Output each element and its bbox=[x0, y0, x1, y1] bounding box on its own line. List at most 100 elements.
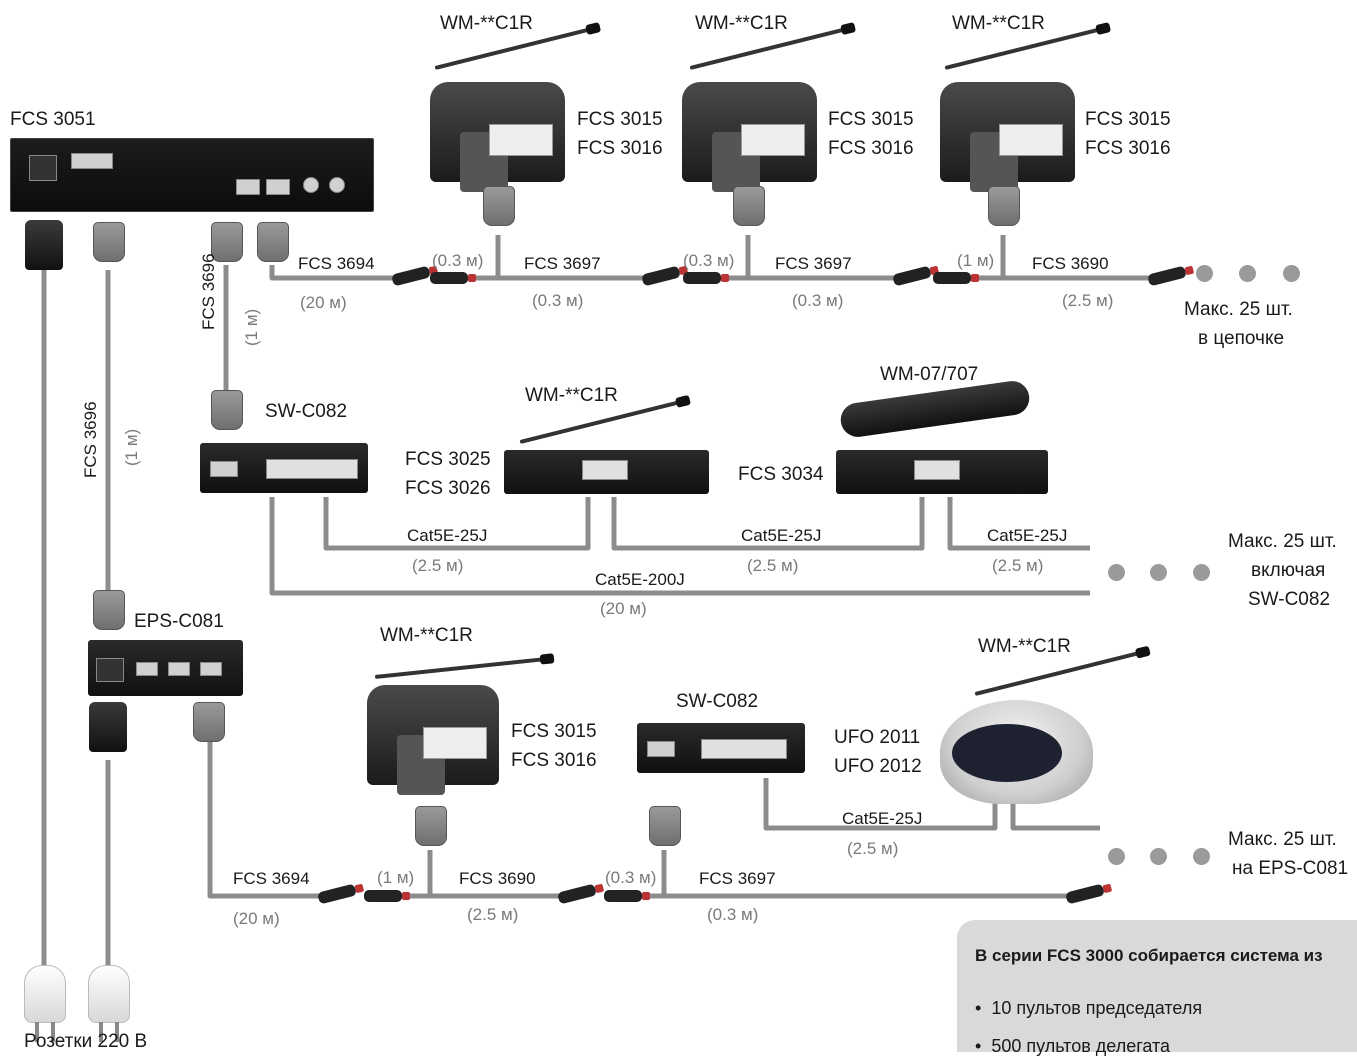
cat5e-25j-cable-4 bbox=[763, 778, 998, 831]
ellipsis-dot bbox=[1196, 265, 1213, 282]
fcs3694-cable-top bbox=[269, 265, 395, 281]
cat2-length: (2.5 м) bbox=[747, 556, 799, 575]
ellipsis-dot bbox=[1150, 564, 1167, 581]
sticker bbox=[71, 153, 113, 169]
r3-len3: (0.3 м) bbox=[707, 905, 759, 924]
r3-len1: (20 м) bbox=[233, 909, 280, 928]
info-item: • 500 пультов делегата bbox=[975, 1036, 1171, 1056]
r3-cable1: FCS 3694 bbox=[233, 869, 310, 888]
ellipsis-dot bbox=[1193, 564, 1210, 581]
info-heading: В серии FCS 3000 собирается система из bbox=[975, 946, 1323, 965]
output-ports bbox=[701, 739, 787, 759]
console-1-plug bbox=[483, 186, 515, 226]
info-item-text: 500 пультов делегата bbox=[991, 1036, 1171, 1056]
console-4 bbox=[367, 685, 499, 795]
rj45-ports bbox=[914, 460, 960, 480]
output-ports bbox=[266, 459, 358, 479]
fcs3694-cable-bottom bbox=[207, 738, 325, 899]
power-plug-2 bbox=[89, 702, 127, 752]
console-4-plug bbox=[415, 806, 447, 846]
fcs3051-label: FCS 3051 bbox=[10, 109, 96, 130]
cat5e-25j-cable-5 bbox=[1010, 800, 1100, 831]
input-port bbox=[210, 461, 238, 477]
eps-plug bbox=[93, 590, 125, 630]
schuko-plug-1 bbox=[24, 965, 66, 1042]
info-item: • 10 пультов председателя bbox=[975, 998, 1203, 1018]
eps-out-plug bbox=[193, 702, 225, 742]
r2-max1: Макс. 25 шт. bbox=[1228, 531, 1337, 552]
cat5e-25j-cable-2 bbox=[611, 497, 925, 551]
db9-plug-left bbox=[93, 222, 125, 262]
fcs3025-unit bbox=[504, 450, 709, 494]
db9-port bbox=[136, 662, 158, 676]
console-2-plug bbox=[733, 186, 765, 226]
fcs3034-unit bbox=[836, 450, 1048, 494]
info-box: В серии FCS 3000 собирается система из •… bbox=[957, 920, 1357, 1056]
xlr-port-2 bbox=[329, 177, 345, 193]
sw-plug bbox=[211, 390, 243, 430]
ellipsis-dot bbox=[1239, 265, 1256, 282]
cat1-length: (2.5 м) bbox=[412, 556, 464, 575]
db9-port bbox=[168, 662, 190, 676]
r3-max2: на EPS-C081 bbox=[1232, 858, 1349, 879]
ellipsis-dot bbox=[1108, 564, 1125, 581]
cat200-length: (20 м) bbox=[600, 599, 647, 618]
c2b-label: FCS 3016 bbox=[828, 138, 914, 159]
cat4-label: Cat5E-25J bbox=[842, 809, 923, 828]
r2-max3: SW-C082 bbox=[1248, 589, 1331, 610]
c4a-label: FCS 3015 bbox=[511, 721, 597, 742]
sw-c082-unit-1 bbox=[200, 443, 368, 493]
fcs3051-unit bbox=[10, 138, 374, 212]
mic2-label: WM-**C1R bbox=[695, 13, 788, 34]
vert-cable-label: FCS 3696 bbox=[199, 253, 218, 330]
wm07-label: WM-07/707 bbox=[880, 364, 979, 385]
eps-c081-unit bbox=[88, 640, 243, 696]
c3a-label: FCS 3015 bbox=[1085, 109, 1171, 130]
jack-2 bbox=[430, 272, 476, 284]
jack-9 bbox=[364, 890, 410, 902]
r1-stub2: (0.3 м) bbox=[683, 251, 735, 270]
mic1-label: WM-**C1R bbox=[440, 13, 533, 34]
c2a-label: FCS 3015 bbox=[828, 109, 914, 130]
ellipsis-dot bbox=[1193, 848, 1210, 865]
sockets-label: Розетки 220 В bbox=[24, 1031, 148, 1052]
ufo-console bbox=[940, 700, 1093, 804]
power-inlet bbox=[96, 658, 124, 682]
db9-plug-2 bbox=[257, 222, 289, 262]
r1-len2: (0.3 м) bbox=[532, 291, 584, 310]
jack-4 bbox=[683, 272, 729, 284]
cat5e-25j-cable-1 bbox=[323, 497, 591, 551]
left-cable-length: (1 м) bbox=[122, 428, 141, 466]
left-cable-label: FCS 3696 bbox=[81, 401, 100, 478]
ellipsis-dot bbox=[1108, 848, 1125, 865]
cat5e-25j-cable-3 bbox=[947, 497, 1090, 551]
sw2-label: SW-C082 bbox=[676, 691, 759, 712]
fcs3026-label: FCS 3026 bbox=[405, 478, 491, 499]
power-inlet bbox=[29, 155, 57, 181]
rj45-ports bbox=[582, 460, 628, 480]
r3-stub1: (1 м) bbox=[377, 868, 415, 887]
r3-len2: (2.5 м) bbox=[467, 905, 519, 924]
schuko-plug-2 bbox=[88, 965, 130, 1042]
cat3-label: Cat5E-25J bbox=[987, 526, 1068, 545]
input-port bbox=[647, 741, 675, 757]
sw2-plug bbox=[649, 806, 681, 846]
cat2-label: Cat5E-25J bbox=[741, 526, 822, 545]
cat5e-200j-cable bbox=[269, 497, 1090, 596]
r3-stub2: (0.3 м) bbox=[605, 868, 657, 887]
xlr-port-1 bbox=[303, 177, 319, 193]
r1-stub1: (0.3 м) bbox=[432, 251, 484, 270]
sw1-label: SW-C082 bbox=[265, 401, 348, 422]
r1-max1: Макс. 25 шт. bbox=[1184, 299, 1293, 320]
r1-stub3: (1 м) bbox=[957, 251, 995, 270]
console-2 bbox=[682, 82, 817, 192]
db9-port-2 bbox=[266, 179, 290, 195]
r1-cable1: FCS 3694 bbox=[298, 254, 375, 273]
cat3-length: (2.5 м) bbox=[992, 556, 1044, 575]
r3-cable3: FCS 3697 bbox=[699, 869, 776, 888]
c1a-label: FCS 3015 bbox=[577, 109, 663, 130]
r2-max2: включая bbox=[1251, 560, 1326, 581]
mic4-label: WM-**C1R bbox=[525, 385, 618, 406]
db9-plug-1 bbox=[211, 222, 243, 262]
c1b-label: FCS 3016 bbox=[577, 138, 663, 159]
